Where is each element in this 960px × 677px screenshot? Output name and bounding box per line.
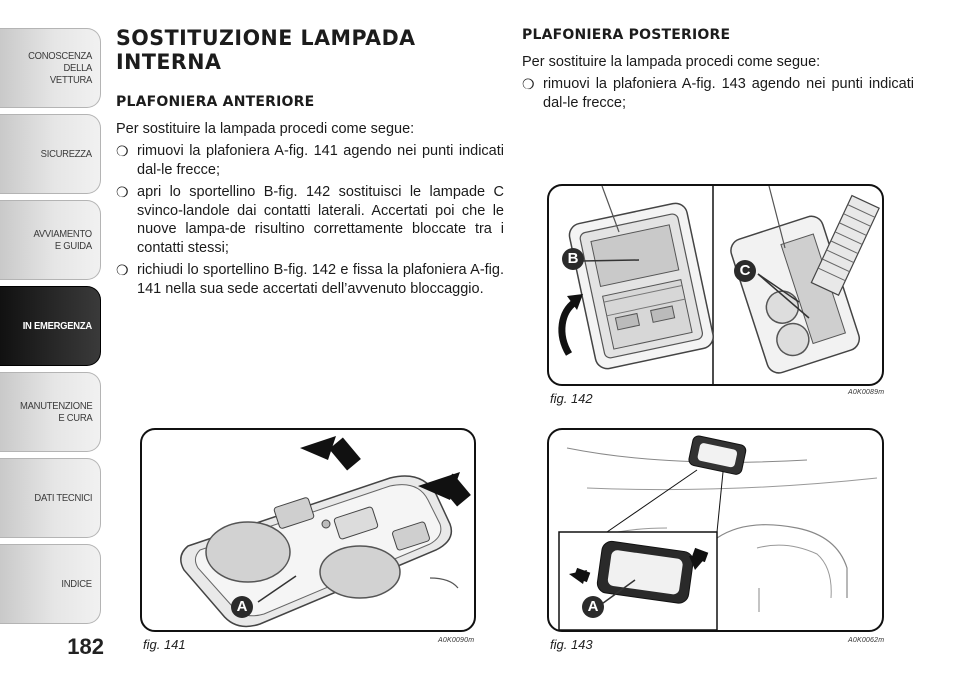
- step-text: richiudi lo sportellino B-fig. 142 e fis…: [137, 262, 504, 297]
- circle-bullet-icon: ❍: [522, 76, 535, 92]
- step-list: ❍ rimuovi la plafoniera A-fig. 143 agendo…: [522, 75, 914, 112]
- callout-c: C: [734, 260, 756, 282]
- tab-label: INDICE: [61, 578, 93, 590]
- page-number: 182: [67, 634, 104, 659]
- right-column: PLAFONIERA POSTERIORE Per sostituire la …: [522, 26, 914, 116]
- tab-conoscenza-della-vettura[interactable]: CONOSCENZA DELLA VETTURA: [0, 28, 101, 108]
- callout-b: B: [562, 248, 584, 270]
- fig-142-caption: fig. 142: [550, 391, 593, 406]
- step-text: apri lo sportellino B-fig. 142 sostituis…: [137, 184, 504, 256]
- step-text: rimuovi la plafoniera A-fig. 143 agendo …: [543, 76, 914, 111]
- callout-a: A: [582, 596, 604, 618]
- fig-143-caption: fig. 143: [550, 637, 593, 652]
- step-text: rimuovi la plafoniera A-fig. 141 agendo …: [137, 143, 504, 178]
- tab-label: AVVIAMENTO E GUIDA: [33, 228, 93, 252]
- circle-bullet-icon: ❍: [116, 143, 129, 159]
- figure-141: A: [140, 428, 476, 632]
- tab-label: DATI TECNICI: [34, 492, 92, 504]
- list-item: ❍ rimuovi la plafoniera A-fig. 141 agendo…: [116, 142, 504, 179]
- figure-142: B C: [547, 184, 884, 386]
- section-heading-rear-light: PLAFONIERA POSTERIORE: [522, 27, 731, 43]
- figure-143: A: [547, 428, 884, 632]
- tab-label: MANUTENZIONE E CURA: [19, 400, 93, 424]
- tab-avviamento-e-guida[interactable]: AVVIAMENTO E GUIDA: [0, 200, 101, 280]
- tab-manutenzione-e-cura[interactable]: MANUTENZIONE E CURA: [0, 372, 101, 452]
- fig-143-code: A0K0062m: [848, 637, 885, 644]
- fig-142-code: A0K0089m: [848, 389, 885, 396]
- circle-bullet-icon: ❍: [116, 262, 129, 278]
- intro-text: Per sostituire la lampada procedi come s…: [116, 121, 415, 137]
- intro-text: Per sostituire la lampada procedi come s…: [522, 54, 821, 70]
- tab-label: CONOSCENZA DELLA VETTURA: [28, 50, 92, 86]
- tab-indice[interactable]: INDICE: [0, 544, 101, 624]
- fig-143-illustration: [547, 428, 884, 632]
- fig-141-caption: fig. 141: [143, 637, 186, 652]
- list-item: ❍ rimuovi la plafoniera A-fig. 143 agendo…: [522, 75, 914, 112]
- step-list: ❍ rimuovi la plafoniera A-fig. 141 agendo…: [116, 142, 504, 298]
- tab-in-emergenza[interactable]: IN EMERGENZA: [0, 286, 101, 366]
- list-item: ❍ richiudi lo sportellino B-fig. 142 e fi…: [116, 261, 504, 298]
- list-item: ❍ apri lo sportellino B-fig. 142 sostitui…: [116, 183, 504, 257]
- callout-a: A: [231, 596, 253, 618]
- tab-sicurezza[interactable]: SICUREZZA: [0, 114, 101, 194]
- tab-dati-tecnici[interactable]: DATI TECNICI: [0, 458, 101, 538]
- left-column: SOSTITUZIONE LAMPADA INTERNA PLAFONIERA …: [116, 26, 504, 302]
- fig-142-illustration: [547, 184, 884, 386]
- fig-141-illustration: [140, 428, 476, 632]
- fig-141-code: A0K0090m: [438, 637, 475, 644]
- section-heading-front-light: PLAFONIERA ANTERIORE: [116, 94, 315, 110]
- circle-bullet-icon: ❍: [116, 184, 129, 200]
- page-title: SOSTITUZIONE LAMPADA INTERNA: [116, 26, 416, 74]
- tab-label: SICUREZZA: [40, 148, 92, 160]
- tab-label: IN EMERGENZA: [22, 320, 92, 332]
